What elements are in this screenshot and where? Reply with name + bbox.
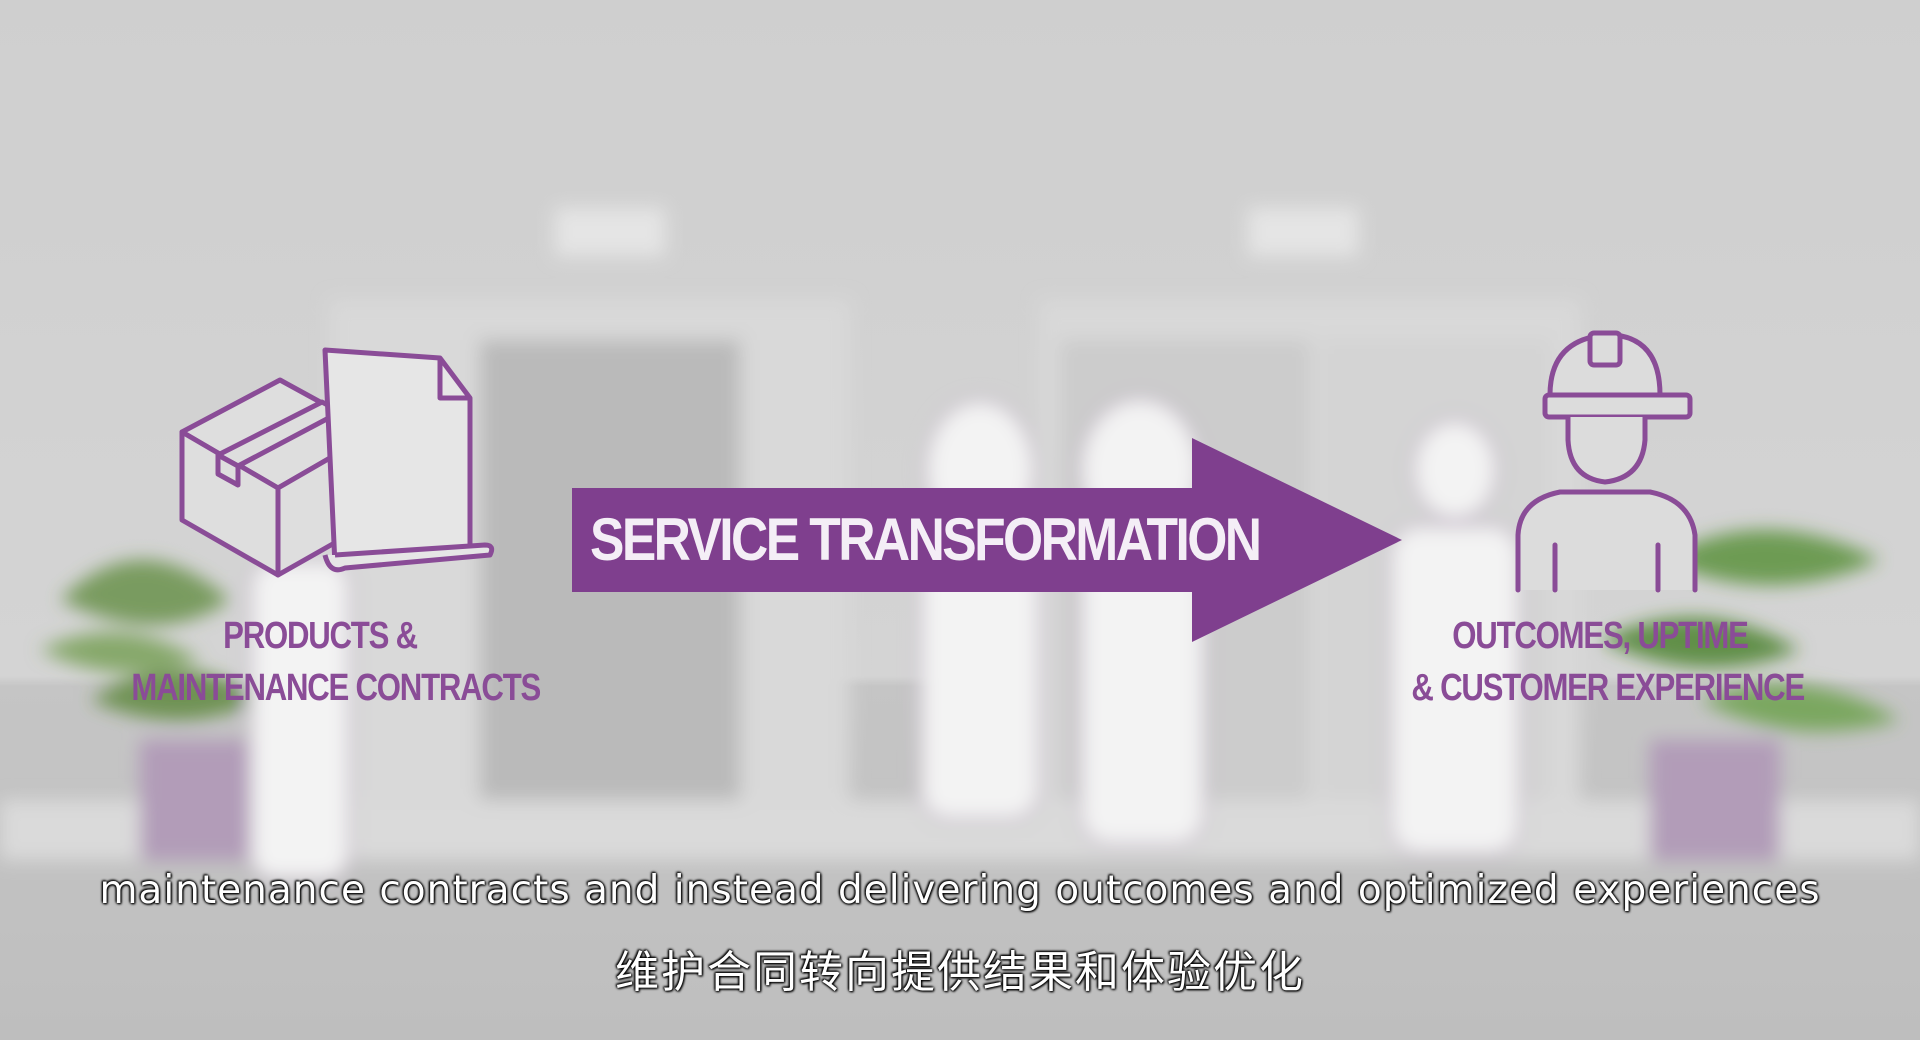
outcomes-caption-line2: & CUSTOMER EXPERIENCE (1411, 667, 1805, 709)
planter-right (1650, 740, 1780, 860)
plant-leaf (1600, 617, 1800, 668)
products-caption-line2: MAINTENANCE CONTRACTS (131, 667, 541, 709)
subtitle-english: maintenance contracts and instead delive… (99, 868, 1821, 913)
products-caption: PRODUCTS & MAINTENANCE CONTRACTS (131, 610, 541, 714)
arrow-label: SERVICE TRANSFORMATION (590, 506, 1262, 573)
plant-leaf (60, 560, 230, 625)
plant-leaf (40, 632, 200, 673)
exit-sign-right (1248, 208, 1358, 256)
plant-leaf (1660, 530, 1880, 585)
exit-sign-left (555, 208, 665, 256)
worker-hard-hat-icon (1515, 330, 1698, 593)
plant-leaf (1700, 684, 1900, 732)
planter-left (140, 740, 260, 860)
plant-leaf (90, 670, 260, 720)
document-icon (322, 347, 495, 573)
person-silhouettes (248, 396, 1522, 882)
outcomes-caption-line1: OUTCOMES, UPTIME (1452, 615, 1749, 657)
service-transformation-arrow (572, 438, 1402, 642)
products-caption-line1: PRODUCTS & (223, 615, 418, 657)
outcomes-caption: OUTCOMES, UPTIME & CUSTOMER EXPERIENCE (1411, 610, 1805, 714)
subtitle-chinese: 维护合同转向提供结果和体验优化 (615, 947, 1305, 998)
elevator-door-left (480, 340, 740, 860)
